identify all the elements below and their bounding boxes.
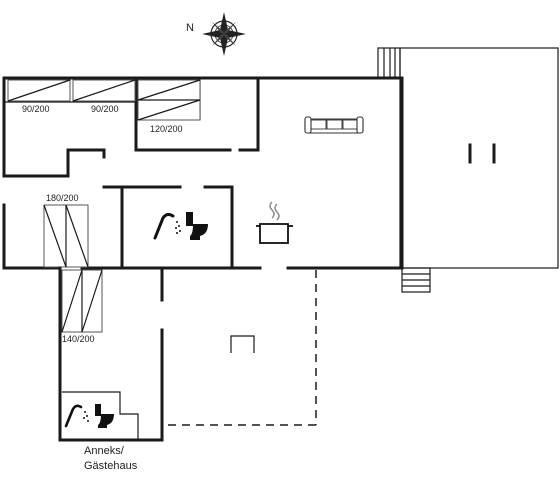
bed-5 <box>61 269 103 333</box>
bed-1-label: 90/200 <box>22 104 50 114</box>
bed-4 <box>43 204 89 268</box>
main-house-walls <box>2 76 404 270</box>
bed-1 <box>7 79 71 102</box>
covered-area-dashed <box>165 270 317 426</box>
annex-label-line2: Gästehaus <box>84 460 138 472</box>
bed-3 <box>137 79 201 121</box>
terrace <box>399 47 559 269</box>
terrace-steps-top <box>377 47 401 79</box>
annex-shower-icon <box>64 404 89 428</box>
compass-north-label: N <box>186 22 194 34</box>
sofa-icon <box>304 116 364 134</box>
terrace-steps-bottom <box>401 267 431 293</box>
bed-5-label: 140/200 <box>62 334 95 344</box>
bed-2-label: 90/200 <box>91 104 119 114</box>
annex-toilet-icon <box>95 404 114 428</box>
annex-walls <box>58 266 164 442</box>
cooking-pot-icon <box>256 201 293 244</box>
covered-area-fixture <box>230 335 255 353</box>
bed-4-label: 180/200 <box>46 193 79 203</box>
bed-3-label: 120/200 <box>150 124 183 134</box>
bed-2 <box>72 79 136 102</box>
toilet-icon <box>186 212 208 240</box>
annex-label-line1: Anneks/ <box>84 445 125 457</box>
shower-icon <box>153 212 181 240</box>
terrace-door-marks <box>468 143 496 164</box>
compass-rose-icon <box>202 12 246 56</box>
